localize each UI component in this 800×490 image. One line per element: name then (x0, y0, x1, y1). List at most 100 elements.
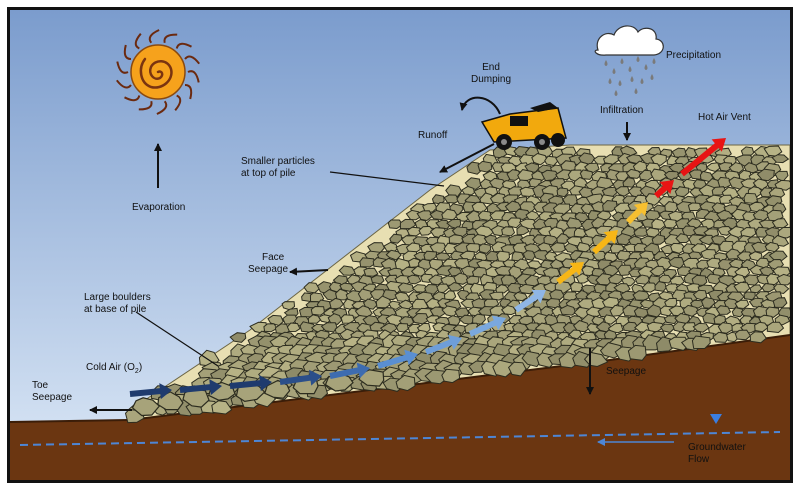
rock (607, 273, 625, 285)
ground-layer (10, 335, 790, 480)
infiltration-label: Infiltration (600, 105, 644, 116)
end-dumping-arrow (459, 96, 501, 115)
rock (734, 299, 750, 310)
rock (389, 233, 403, 244)
rock (609, 304, 625, 317)
rock (556, 233, 571, 244)
rock (687, 202, 703, 212)
rock (549, 242, 566, 253)
rock (614, 186, 631, 197)
rock (507, 186, 525, 197)
rock (461, 185, 476, 196)
rock (712, 267, 726, 277)
rock (734, 329, 752, 341)
rock (772, 297, 788, 308)
rock (583, 162, 600, 174)
rock (543, 234, 559, 246)
large-boulders-label: Large boulders at base of pile (84, 292, 151, 316)
rock (615, 232, 633, 246)
rock (625, 168, 643, 179)
smaller-particles-label: Smaller particles at top of pile (241, 156, 315, 180)
rock (521, 350, 543, 368)
rock (777, 226, 790, 239)
waste-rock-pile-diagram (10, 10, 790, 480)
rock (477, 160, 493, 173)
rock (385, 249, 402, 261)
toe-seepage-label: Toe Seepage (32, 380, 72, 404)
smaller-particles-label-line2: at top of pile (241, 168, 296, 179)
seepage-label: Seepage (606, 366, 647, 377)
rock (633, 307, 650, 319)
airflow-arrow (514, 290, 547, 313)
rock (559, 304, 577, 316)
raindrop (650, 74, 654, 80)
sun-icon (116, 29, 200, 115)
rock (651, 218, 667, 230)
rock (650, 168, 670, 182)
raindrop (620, 58, 624, 64)
face-seepage-label: Face Seepage (248, 252, 288, 276)
rock (754, 321, 769, 333)
raindrop (630, 76, 634, 82)
rock (674, 186, 690, 197)
haul-truck-icon (480, 102, 567, 150)
rock (668, 162, 686, 174)
face-seepage-label-line1: Face (262, 252, 285, 263)
rock (561, 258, 576, 269)
airflow-arrow (377, 349, 418, 369)
raindrop (612, 68, 616, 74)
rock (712, 331, 729, 343)
rock (756, 168, 775, 182)
rock (751, 241, 771, 253)
rock (465, 242, 482, 253)
rock (607, 322, 624, 334)
diagram-frame: Evaporation End Dumping Precipitation In… (7, 7, 793, 483)
rock (773, 283, 790, 295)
rock (620, 290, 638, 302)
rock (525, 210, 540, 221)
rock (397, 282, 415, 293)
airflow-arrow (591, 230, 619, 255)
rock (717, 322, 736, 334)
airflow-arrow (129, 383, 172, 400)
rock (465, 275, 480, 286)
rock (740, 146, 755, 156)
rock (453, 272, 471, 285)
rock (638, 169, 654, 181)
rock (549, 258, 565, 270)
face-seepage-arrow (289, 267, 329, 276)
rock (616, 250, 633, 261)
rock (749, 284, 763, 294)
rock (633, 227, 649, 237)
end-dumping-label: End Dumping (466, 62, 516, 86)
rock (768, 250, 788, 261)
rock (327, 313, 343, 325)
raindrop (652, 58, 656, 64)
rock (478, 243, 492, 254)
raindrop (640, 78, 644, 84)
rock (506, 169, 523, 181)
end-dumping-label-line1: End (482, 62, 500, 73)
airflow-arrow (329, 362, 371, 379)
rock (513, 291, 528, 302)
airflow-arrow (424, 334, 463, 355)
rock (572, 319, 591, 333)
groundwater-flow-label-line1: Groundwater (688, 442, 746, 453)
rock (663, 315, 679, 325)
rock (771, 154, 790, 164)
raindrop (604, 60, 608, 66)
rock (428, 274, 445, 286)
rock (641, 282, 659, 293)
rock (716, 225, 733, 236)
rock (727, 225, 745, 238)
rock (418, 225, 435, 236)
rock (495, 284, 510, 294)
cold-air-suffix: ) (138, 362, 143, 373)
large-boulders-label-line1: Large boulders (84, 292, 151, 303)
rock (774, 179, 790, 191)
toe-seepage-label-line2: Seepage (32, 392, 73, 403)
rock (531, 152, 548, 166)
evaporation-label: Evaporation (132, 202, 186, 213)
rock (435, 219, 451, 230)
rock (363, 267, 379, 277)
